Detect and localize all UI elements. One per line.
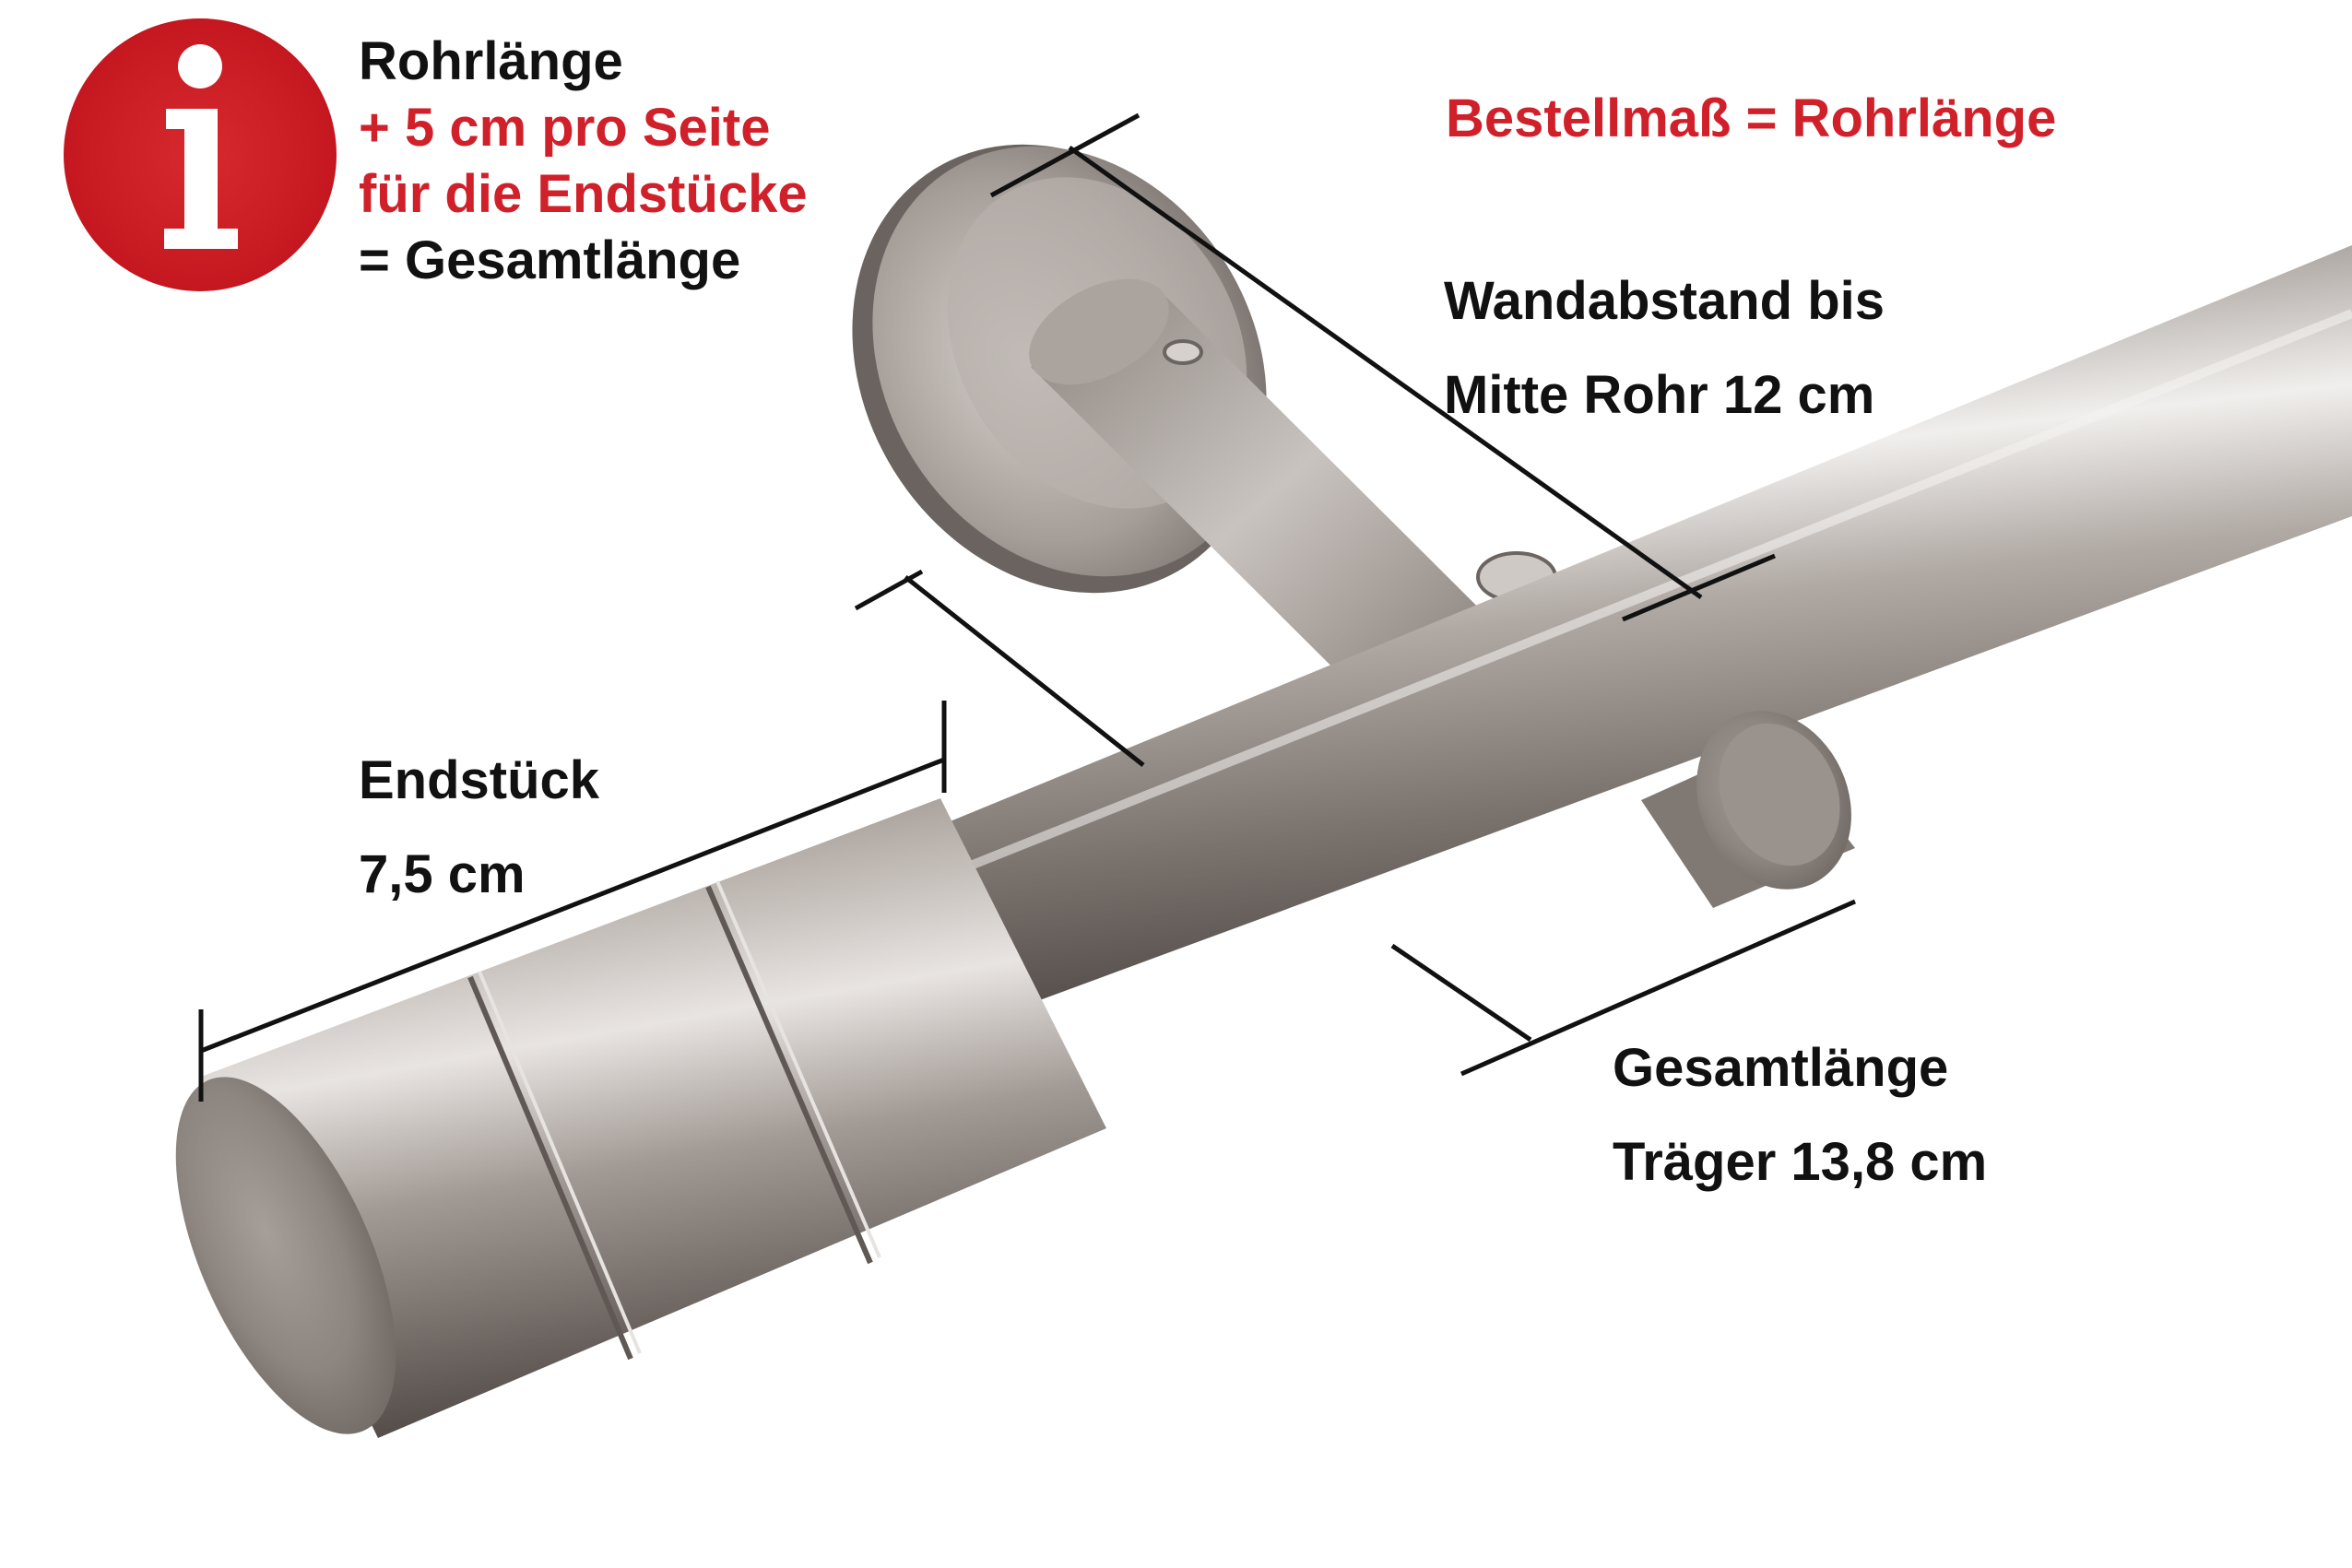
bracket-length-line2: Träger 13,8 cm — [1613, 1132, 1988, 1192]
info-text-block: Rohrlänge + 5 cm pro Seite für die Endst… — [359, 35, 808, 301]
dimension-line-bracket-length — [854, 569, 1857, 1077]
dimension-line-wall-distance — [989, 112, 1776, 622]
bracket-length-label: Gesamtlänge Träger 13,8 cm — [1613, 1042, 1987, 1230]
info-line-pipe-length: Rohrlänge — [359, 31, 623, 91]
info-line-for-end-pieces: für die Endstücke — [359, 164, 808, 224]
order-note: Bestellmaß = Rohrlänge — [1446, 88, 2057, 148]
wall-distance-label: Wandabstand bis Mitte Rohr 12 cm — [1444, 275, 1885, 463]
bracket-clamp — [1641, 711, 1855, 908]
wall-distance-line2: Mitte Rohr 12 cm — [1444, 365, 1875, 425]
info-line-plus-per-side: + 5 cm pro Seite — [359, 98, 771, 158]
curtain-rod — [885, 245, 2352, 1023]
bracket-length-line1: Gesamtlänge — [1613, 1038, 1949, 1098]
dimension-line-end-piece — [198, 701, 947, 1102]
end-piece — [175, 798, 1106, 1438]
info-line-total-length: = Gesamtlänge — [359, 230, 741, 290]
end-piece-line1: Endstück — [359, 750, 600, 810]
wall-distance-line1: Wandabstand bis — [1444, 271, 1885, 331]
end-piece-label: Endstück 7,5 cm — [359, 754, 599, 942]
end-piece-line2: 7,5 cm — [359, 844, 526, 904]
info-icon — [64, 18, 337, 291]
